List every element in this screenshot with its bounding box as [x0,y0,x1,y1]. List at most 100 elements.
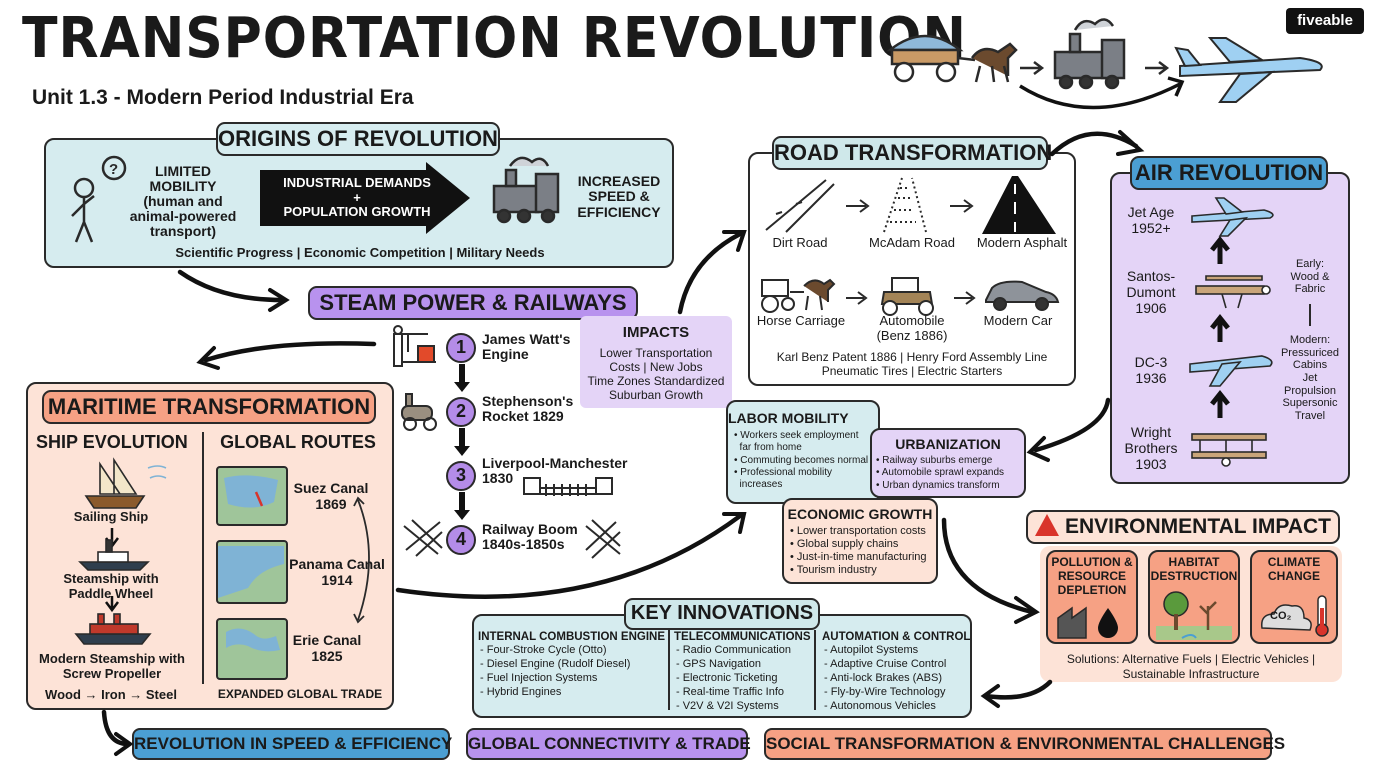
urbanization-item-2: • Automobile sprawl expands [876,467,1005,478]
down-arrow-icon [105,596,119,613]
pill-speed-efficiency: REVOLUTION IN SPEED & EFFICIENCY [132,728,452,760]
ice-item-4: - Hybrid Engines [480,686,562,698]
dirt-road-icon [765,179,835,233]
pill-global-connectivity: GLOBAL CONNECTIVITY & TRADE [466,728,751,760]
step-2-label: Stephenson's Rocket 1829 [482,393,574,425]
impacts-line-1: Lower Transportation [599,346,713,360]
economic-panel [782,498,938,584]
steam-engine-icon [393,325,436,367]
origins-header: ORIGINS OF REVOLUTION [216,122,500,156]
step-3-label: Liverpool-Manchester 1830 [482,455,628,487]
increased-speed-text: INCREASED SPEED & EFFICIENCY [577,173,661,220]
maritime-panel [26,382,394,710]
rocket-locomotive-icon [401,393,437,431]
economic-item-2: • Global supply chains [790,538,899,550]
paddle-steamship-icon [78,539,150,571]
labor-header: LABOR MOBILITY [728,410,849,426]
industrial-demands-text: INDUSTRIAL DEMANDS + POPULATION GROWTH [283,175,431,220]
automation-item-2: - Adaptive Cruise Control [824,658,947,670]
air-stage-jet-age: Jet Age 1952+ [1127,204,1175,237]
big-arrow-icon [260,162,470,234]
economic-item-4: • Tourism industry [790,564,877,576]
co2-label: CO₂ [1270,610,1292,622]
suez-label: Suez Canal 1869 [293,480,369,513]
warning-icon [1035,514,1059,536]
environment-header: ENVIRONMENTAL IMPACT [1026,510,1340,544]
screw-steamship-label: Modern Steamship with Screw Propeller [39,651,185,681]
up-arrow-icon [1210,235,1230,264]
transport-evolution-illustration [886,18,1323,110]
road-footer-1: Karl Benz Patent 1886 | Henry Ford Assem… [776,350,1048,364]
economic-item-3: • Just-in-time manufacturing [790,551,927,563]
cloud-thermometer-icon [1261,595,1329,637]
train-icon [1053,18,1126,90]
page-title: TRANSPORTATION REVOLUTION [22,6,967,71]
wright-flyer-icon [1191,433,1267,467]
telecom-item-3: - Electronic Ticketing [676,672,778,684]
air-stage-santos-dumont: Santos- Dumont 1906 [1126,268,1176,317]
brand-logo: fiveable [1286,8,1364,34]
air-header: AIR REVOLUTION [1130,156,1328,190]
horse-carriage-icon [761,278,836,313]
vehicle-icons-row2 [761,277,1060,316]
airplane-icon [1174,37,1323,103]
up-arrow-icon [1210,389,1230,418]
step-1-badge: 1 [446,333,476,363]
mcadam-road-label: McAdam Road [869,235,955,250]
air-stage-wright-brothers: Wright Brothers 1903 [1124,424,1178,473]
impacts-line-3: Time Zones Standardized [587,374,725,388]
ships-column [74,457,167,645]
modern-asphalt-label: Modern Asphalt [976,235,1068,250]
locomotive-icon [492,156,560,224]
panama-map [216,540,288,604]
materials-label: Wood → Iron → Steel [45,687,177,702]
svg-text:?: ? [109,161,118,178]
railway-junction-icon [403,519,621,559]
road-footer-2: Pneumatic Tires | Electric Starters [821,364,1003,378]
telecom-item-2: - GPS Navigation [676,658,761,670]
expanded-trade-label: EXPANDED GLOBAL TRADE [217,687,383,701]
step-4-badge: 4 [446,525,476,555]
origins-factors: Scientific Progress | Economic Competiti… [175,245,545,260]
routes-cycle-arrows [353,496,370,624]
up-arrow-icon [1210,313,1230,342]
labor-item-2: far from home [734,442,802,453]
air-note-divider [1309,304,1311,326]
road-header: ROAD TRANSFORMATION [772,136,1052,170]
automobile-icon [880,277,934,316]
sailing-ship-icon [84,457,167,509]
global-routes-header: GLOBAL ROUTES [220,432,376,452]
automobile-label: Automobile (Benz 1886) [876,313,948,343]
automation-item-5: - Autonomous Vehicles [824,700,936,712]
dirt-road-label: Dirt Road [772,235,828,250]
automation-item-3: - Anti-lock Brakes (ABS) [824,672,942,684]
environment-header-text: ENVIRONMENTAL IMPACT [1065,515,1331,538]
mcadam-road-icon [883,177,927,233]
santos-dumont-plane-icon [1195,275,1271,309]
telecom-item-4: - Real-time Traffic Info [676,686,784,698]
innovations-divider-1 [668,630,670,710]
economic-header: ECONOMIC GROWTH [787,506,933,522]
impacts-line-4: Suburban Growth [608,388,704,402]
step-4-label: Railway Boom 1840s-1850s [482,521,578,553]
automation-column-title: AUTOMATION & CONTROL [822,631,971,643]
automation-item-1: - Autopilot Systems [824,644,919,656]
urbanization-item-1: • Railway suburbs emerge [876,455,993,466]
step-3-badge: 3 [446,461,476,491]
innovations-header: KEY INNOVATIONS [624,598,820,630]
urbanization-header: URBANIZATION [895,436,1001,452]
paddle-steamship-label: Steamship with Paddle Wheel [63,571,159,601]
air-modern-note: Modern: Pressuriced Cabins Jet Propulsio… [1280,334,1340,422]
arrow-icon [1020,61,1045,75]
steps-arrows [454,364,470,520]
ship-evolution-header: SHIP EVOLUTION [36,432,188,452]
steam-header: STEAM POWER & RAILWAYS [308,286,638,320]
suez-map [216,466,288,526]
telecom-column-title: TELECOMMUNICATIONS [674,631,811,643]
ice-item-3: - Fuel Injection Systems [480,672,598,684]
asphalt-road-icon [982,176,1056,234]
telecom-item-1: - Radio Communication [676,644,791,656]
habitat-label: HABITAT DESTRUCTION [1150,555,1238,583]
step-1-label: James Watt's Engine [482,331,571,363]
climate-label: CLIMATE CHANGE [1267,555,1321,583]
